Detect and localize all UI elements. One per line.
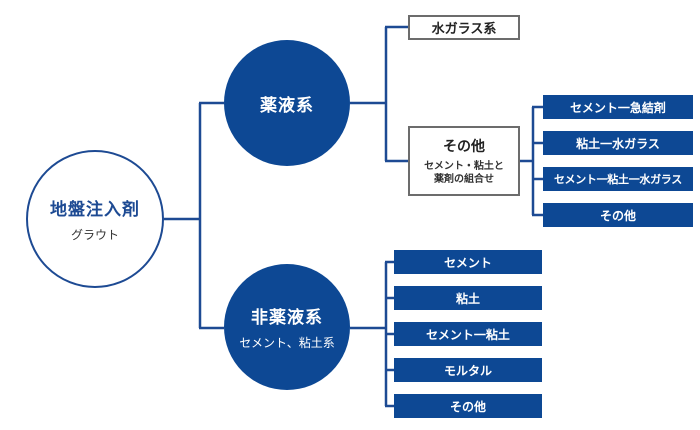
chemical-other-desc-line1: セメント・粘土と [424,161,504,172]
chemical-other-title: その他 [443,139,485,155]
root-title: 地盤注入剤 [50,200,140,220]
chemical-other-desc: セメント・粘土と 薬剤の組合せ [424,160,504,186]
other-child-box: セメント一粘土一水ガラス [543,167,693,191]
non-chemical-child-label: その他 [449,399,486,414]
non-chemical-child-box: モルタル [394,358,542,382]
non-chemical-child-box: セメント [394,250,542,274]
non-chemical-child-label: セメント [444,255,492,270]
water-glass-box: 水ガラス系 [408,15,520,40]
non-chemical-child-label: モルタル [443,363,492,378]
water-glass-label: 水ガラス系 [431,22,497,37]
non-chemical-title: 非薬液系 [251,308,323,328]
root-subtitle: グラウト [70,228,119,242]
chemical-title: 薬液系 [260,95,314,116]
other-child-box: その他 [543,203,693,227]
other-child-box: セメント一急結剤 [543,95,693,119]
non-chemical-child-box: その他 [394,394,542,418]
chemical-other-box: その他 セメント・粘土と 薬剤の組合せ [408,126,520,196]
root-node: 地盤注入剤 グラウト [26,150,164,288]
non-chemical-subtitle: セメント、粘土系 [239,336,335,350]
non-chemical-node: 非薬液系 セメント、粘土系 [224,264,350,390]
non-chemical-child-box: セメント一粘土 [394,322,542,346]
non-chemical-child-label: セメント一粘土 [426,327,510,342]
chemical-node: 薬液系 [224,40,350,166]
other-child-label: その他 [599,208,636,223]
non-chemical-child-box: 粘土 [394,286,542,310]
other-child-label: セメント一急結剤 [570,100,666,115]
other-child-label: セメント一粘土一水ガラス [554,173,682,186]
other-child-box: 粘土一水ガラス [543,131,693,155]
chemical-other-desc-line2: 薬剤の組合せ [434,174,494,185]
other-child-label: 粘土一水ガラス [576,136,660,151]
non-chemical-child-label: 粘土 [455,291,480,306]
